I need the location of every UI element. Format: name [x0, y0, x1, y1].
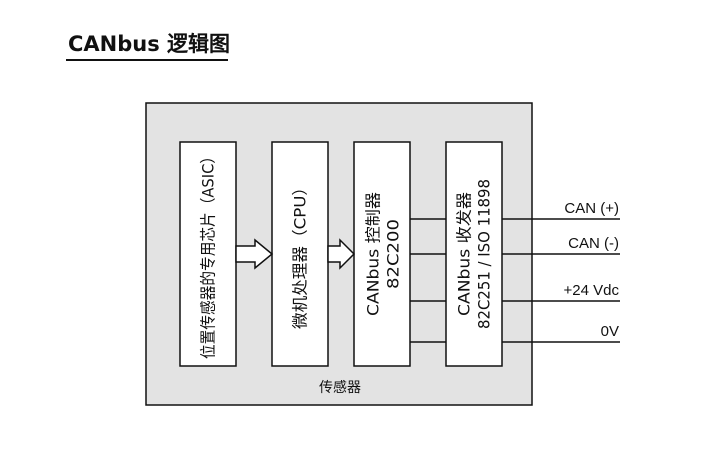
title-underline [66, 59, 228, 61]
cpu-label: 微机处理器（CPU） [291, 179, 310, 329]
signal-label-24vdc: +24 Vdc [564, 282, 620, 299]
controller-label-line2: 82C200 [384, 219, 403, 289]
block-can-controller [353, 141, 411, 367]
transceiver-label-line1: CANbus 收发器 [455, 192, 474, 316]
sensor-label: 传感器 [319, 379, 361, 396]
block-asic [179, 141, 237, 367]
diagram-title: CANbus 逻辑图 [68, 32, 231, 56]
transceiver-label-line2: 82C251 / ISO 11898 [475, 179, 494, 329]
asic-label: 位置传感器的专用芯片（ASIC） [199, 149, 218, 359]
signal-label-can-minus: CAN (-) [568, 235, 619, 252]
signal-label-0v: 0V [601, 323, 619, 340]
controller-label-line1: CANbus 控制器 [364, 192, 383, 316]
signal-label-can-plus: CAN (+) [564, 200, 619, 217]
arrow-cpu-to-controller [327, 238, 356, 270]
block-can-transceiver [445, 141, 503, 367]
arrow-asic-to-cpu [235, 238, 274, 270]
